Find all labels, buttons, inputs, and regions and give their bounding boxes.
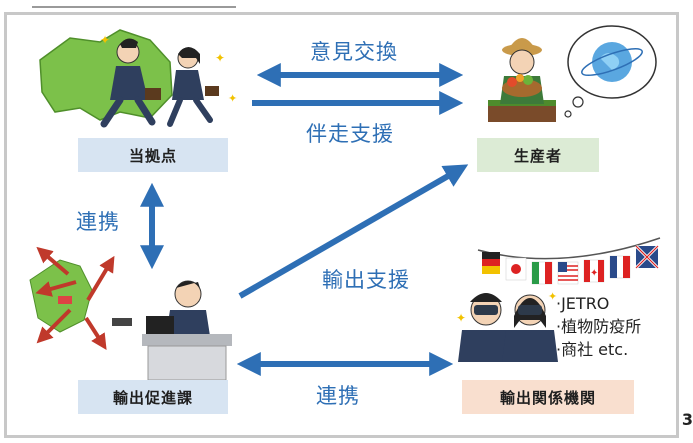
node-producer-label: 生産者 [477,138,599,172]
svg-text:✦: ✦ [548,290,557,303]
support-arrow-label: 伴走支援 [306,122,394,146]
node-export-agencies-text: 輸出関係機関 [499,388,596,407]
thought-bubble-globe-icon [564,25,657,118]
export-staff-desk-icon [29,246,232,381]
agency-item: ·植物防疫所 [556,317,642,336]
farmer-icon [488,38,556,122]
svg-text:✦: ✦ [456,311,466,325]
node-export-division-text: 輸出促進課 [112,388,193,407]
exchange-arrow-label: 意見交換 [310,40,398,64]
agency-item: ·商社 etc. [556,340,629,359]
page-edge-number: 3 [681,410,693,429]
node-producer-text: 生産者 [513,146,562,165]
node-export-division-label: 輸出促進課 [78,380,228,414]
cooperation-left-label: 連携 [76,210,120,234]
svg-text:✦: ✦ [100,33,110,47]
header-tab-line [32,6,236,8]
export-support-arrow-label: 輸出支援 [322,268,410,292]
node-base-text: 当拠点 [128,146,177,165]
cooperation-bottom-label: 連携 [316,384,360,408]
running-staff-icon: ✦ ✦ ✦ [100,33,237,128]
agency-list: ·JETRO ·植物防疫所 ·商社 etc. [556,292,641,361]
node-export-agencies-label: 輸出関係機関 [462,380,634,414]
svg-text:✦: ✦ [228,92,237,105]
export-support-arrow [238,164,469,299]
svg-text:✦: ✦ [215,51,225,65]
svg-text:✦: ✦ [590,268,598,279]
agency-item: ·JETRO [556,294,610,313]
flags-garland-icon: ✦ [477,237,661,285]
node-base-label: 当拠点 [78,138,228,172]
agency-staff-icon: ✦ ✦ [456,290,558,362]
